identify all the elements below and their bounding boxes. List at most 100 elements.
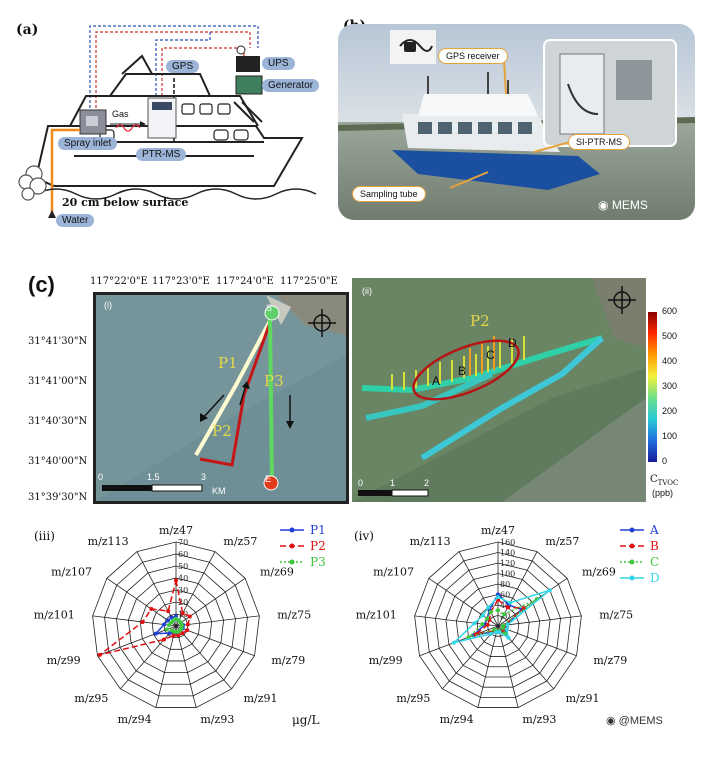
colorbar-tick: 600 (662, 306, 678, 316)
radar-point (508, 600, 513, 605)
radar-axis-label: m/z91 (244, 692, 278, 705)
radar-point (162, 637, 167, 642)
radar-point (497, 630, 502, 635)
radar-point (506, 635, 511, 640)
radar-spoke (136, 551, 177, 627)
radar-spoke (155, 625, 177, 708)
radar-point (175, 629, 180, 634)
legend-marker (629, 543, 635, 549)
colorbar-unit: (ppb) (652, 488, 674, 498)
radar-point (185, 628, 190, 633)
radar-spoke (97, 625, 177, 657)
radar-axis-label: m/z57 (545, 535, 579, 548)
mems-watermark: ◉ MEMS (598, 198, 648, 212)
radar-point (169, 615, 174, 620)
spray-inlet-label: Spray inlet (58, 137, 118, 150)
radar-ring (92, 541, 260, 708)
legend-label: D (650, 571, 660, 585)
radar-ring (151, 601, 201, 650)
radar-point (176, 633, 181, 638)
radar-axis-label: m/z94 (440, 713, 474, 726)
lat-tick: 31°40'00"N (28, 456, 88, 467)
radar-ring (116, 565, 236, 685)
radar-ring (455, 583, 541, 668)
point-label-d: D (508, 336, 517, 350)
path-label-p2: P2 (212, 422, 232, 440)
map-i-scale-0: 0 (98, 472, 104, 482)
radar-axis-label: m/z47 (159, 524, 193, 537)
lat-tick: 31°39'30"N (28, 492, 88, 503)
ups-label: UPS (262, 57, 295, 70)
colorbar-tick: 100 (662, 431, 678, 441)
map-ii-scale-0: 0 (358, 478, 364, 488)
radar-chart-iii: 10203040506070m/z47m/z57m/z69m/z75m/z79m… (34, 523, 326, 727)
radar-axis-label: m/z99 (47, 654, 81, 667)
radar-spoke (175, 577, 246, 627)
radar-axis-label: m/z93 (522, 713, 556, 726)
legend-label: A (649, 523, 659, 537)
radar-point (171, 633, 176, 638)
map-i-scale-unit: KM (212, 486, 226, 496)
colorbar-tick: 400 (662, 356, 678, 366)
radar-spoke (458, 551, 499, 627)
boat-photo-art (338, 24, 695, 220)
si-ptr-ms-callout: SI-PTR-MS (568, 134, 630, 150)
radar-spoke (477, 625, 499, 708)
radar-axis-label: m/z75 (599, 608, 633, 621)
radar-axis-label: m/z79 (271, 654, 305, 667)
legend-label: P1 (310, 523, 326, 537)
radar-point (174, 578, 178, 583)
radar-spoke (119, 625, 177, 690)
radar-axis-label: m/z101 (356, 608, 397, 621)
radar-spoke (497, 615, 582, 627)
radar-point (466, 635, 471, 640)
boat-photo (338, 24, 695, 220)
radar-axis-label: m/z47 (481, 524, 515, 537)
lon-tick: 117°25'0"E (280, 276, 338, 287)
depth-label: 20 cm below surface (62, 196, 189, 209)
colorbar-label: CTVOC (650, 474, 678, 487)
radar-axis-label: m/z99 (369, 654, 403, 667)
radar-tick-label: 50 (178, 562, 188, 571)
radar-panel-label: (iv) (354, 529, 374, 543)
radar-point (167, 631, 172, 636)
radar-axis-label: m/z69 (260, 565, 294, 578)
colorbar-tick: 300 (662, 381, 678, 391)
colorbar-tick: 0 (662, 456, 668, 466)
map-ii-scale-2: 2 (424, 478, 430, 488)
radar-series-p2 (99, 580, 191, 656)
radar-tick-label: 120 (500, 559, 515, 568)
map-i (93, 292, 349, 504)
generator-label: Generator (262, 79, 320, 92)
colorbar-tick: 500 (662, 331, 678, 341)
gps-receiver-callout: GPS receiver (438, 48, 508, 64)
end-marker: E (265, 474, 272, 484)
legend-marker (289, 543, 295, 549)
radar-point (170, 628, 175, 633)
radar-point (162, 622, 167, 627)
footer-watermark: ◉ @MEMS (606, 714, 663, 727)
wechat-icon: ◉ (606, 715, 616, 727)
colorbar-symbol: C (650, 474, 658, 485)
map-ii-scale-1: 1 (390, 478, 396, 488)
start-marker: S (266, 303, 273, 313)
radar-chart-iv: 20406080100120140160m/z47m/z57m/z69m/z75… (354, 523, 660, 726)
radar-axis-label: m/z107 (51, 565, 92, 578)
path-label-p1: P1 (218, 354, 238, 372)
water-label: Water (56, 214, 95, 227)
radar-point (500, 625, 505, 630)
map-i-art (96, 295, 346, 501)
lon-tick: 117°22'0"E (90, 276, 148, 287)
radar-point (504, 627, 509, 632)
radar-axis-label: m/z79 (593, 654, 627, 667)
radar-spoke (497, 625, 577, 657)
radar-point (547, 588, 552, 593)
radar-ring (104, 553, 248, 697)
radar-axis-label: m/z107 (373, 565, 414, 578)
lon-tick: 117°23'0"E (152, 276, 210, 287)
radar-ring (127, 577, 225, 674)
radar-tick-label: 160 (500, 538, 515, 547)
radar-point (153, 631, 158, 636)
radar-point (180, 611, 185, 616)
gps-label: GPS (166, 60, 200, 73)
